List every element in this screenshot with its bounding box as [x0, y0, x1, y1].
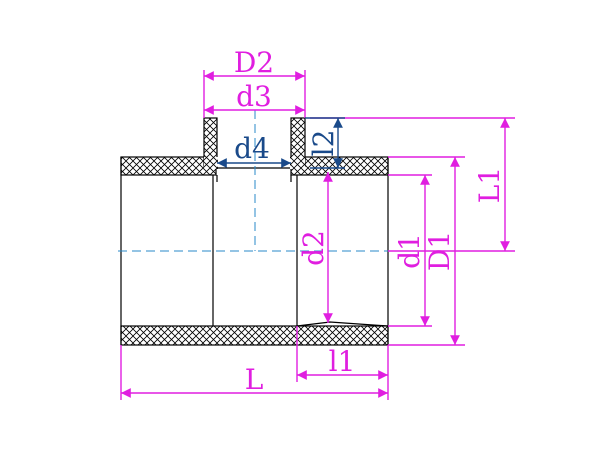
- dimension-labels: D2 d3 d4 l2 L1 d2 d1 D1 l1 L: [234, 46, 506, 396]
- label-l2: l2: [307, 130, 340, 157]
- label-l1: l1: [329, 345, 356, 378]
- centerlines: [118, 110, 395, 252]
- top-wall-left: [120, 156, 217, 176]
- dimension-lines: [120, 70, 515, 400]
- label-D2: D2: [234, 46, 274, 79]
- branch-shoulder-left: [204, 157, 218, 169]
- label-d1: d1: [393, 233, 426, 269]
- inner-dimension-lines: [217, 117, 345, 169]
- label-d4: d4: [234, 132, 270, 165]
- branch-shoulder-right: [290, 157, 305, 169]
- label-L: L: [245, 363, 264, 396]
- bottom-wall: [120, 325, 389, 346]
- label-L1: L1: [473, 167, 506, 203]
- label-d3: d3: [236, 80, 272, 113]
- label-D1: D1: [423, 231, 456, 271]
- label-d2: d2: [297, 230, 330, 266]
